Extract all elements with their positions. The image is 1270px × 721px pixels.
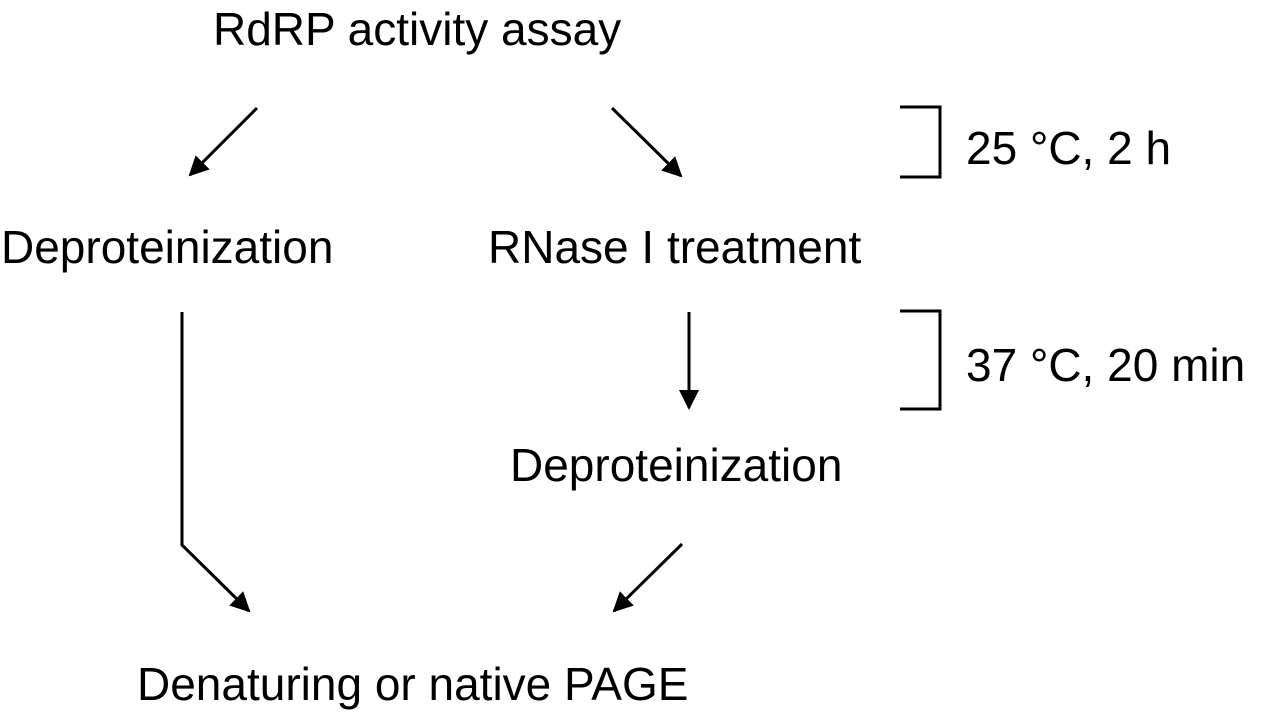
diagram-title: RdRP activity assay — [213, 3, 622, 55]
bracket-step2 — [900, 309, 942, 411]
arrow-deprot-right-to-page — [612, 542, 684, 613]
arrow-deprot-left-to-page — [180, 312, 251, 613]
arrow-title-to-deprot-left — [188, 106, 259, 177]
node-page-analysis: Denaturing or native PAGE — [137, 658, 689, 710]
bracket-step1 — [900, 105, 942, 179]
condition-step2: 37 °C, 20 min — [966, 339, 1246, 391]
node-rnase-treatment: RNase I treatment — [488, 221, 862, 273]
condition-step1: 25 °C, 2 h — [966, 122, 1172, 174]
node-deproteinization-right: Deproteinization — [510, 439, 843, 491]
arrow-title-to-rnase — [610, 106, 683, 178]
node-deproteinization-left: Deproteinization — [1, 221, 334, 273]
